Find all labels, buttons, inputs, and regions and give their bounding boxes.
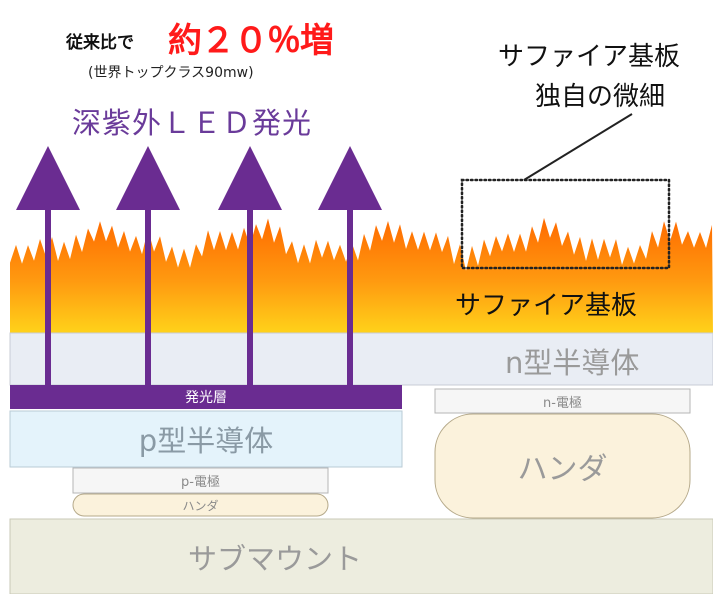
callout-line1: サファイア基板 [498,42,681,72]
p-electrode-label: p-電極 [181,475,220,490]
callout-leader-line [523,113,633,181]
headline-sub: (世界トップクラス90mw) [88,65,254,81]
emitting-layer-label: 発光層 [185,390,227,406]
headline-prefix: 従来比で [66,33,134,53]
arrow-head-2 [116,146,180,210]
solder-small-label: ハンダ [182,498,219,513]
headline-highlight: 約２０％増 [168,21,334,61]
n-electrode-label: n-電極 [543,395,582,411]
arrow-head-1 [16,146,80,210]
headline-title: 深紫外ＬＥＤ発光 [72,106,313,140]
n-electrode [434,388,691,414]
submount [9,518,713,594]
p-electrode [72,467,329,494]
emission-arrows [16,146,382,386]
solder-large-label: ハンダ [517,452,608,487]
submount-label: サブマウント [187,541,362,576]
n-type-label: n型半導体 [505,346,640,380]
arrow-shaft-1 [45,200,51,386]
sapphire-label: サファイア基板 [455,291,638,321]
arrow-shaft-4 [347,200,353,386]
callout-box [460,178,671,270]
p-type-layer [9,410,403,468]
callout-line2: 独自の微細 [535,82,666,112]
p-type-label: p型半導体 [138,424,274,458]
arrow-shaft-3 [247,200,253,386]
arrow-head-3 [218,146,282,210]
arrow-head-4 [318,146,382,210]
solder-large [434,413,691,519]
arrow-shaft-2 [145,200,151,386]
solder-small [72,493,329,517]
emitting-layer [10,385,402,409]
sapphire-substrate [10,217,713,333]
